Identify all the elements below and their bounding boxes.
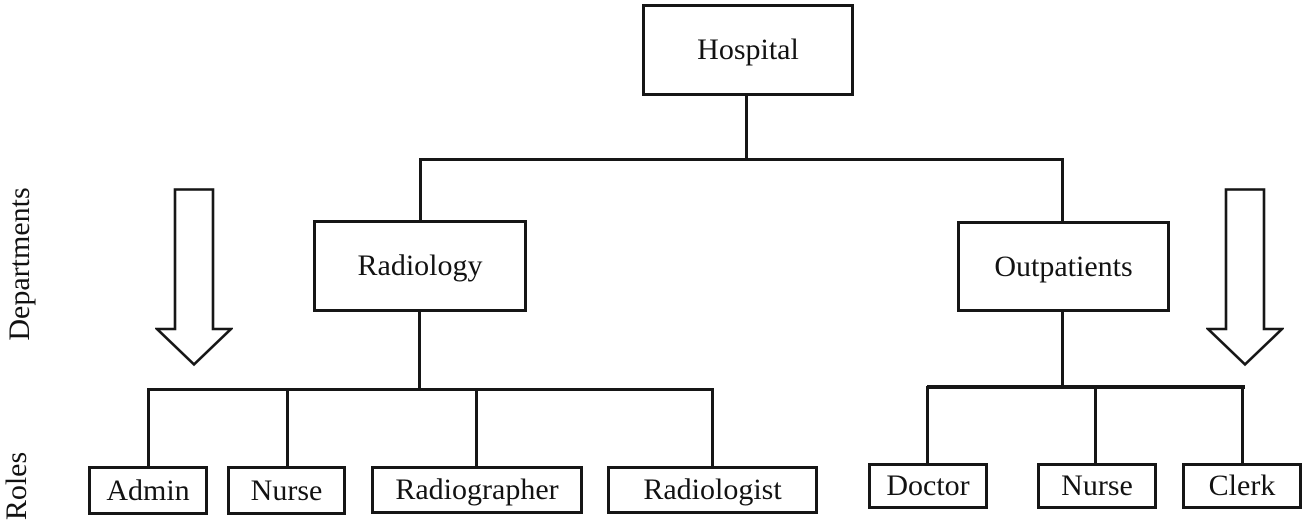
node-radiologist: Radiologist — [607, 466, 818, 514]
down-arrow-icon — [1206, 188, 1284, 367]
node-hospital: Hospital — [642, 4, 854, 96]
node-doctor: Doctor — [868, 463, 988, 509]
node-radiographer: Radiographer — [371, 466, 583, 514]
node-label: Radiographer — [395, 473, 559, 506]
node-label: Doctor — [886, 469, 970, 502]
node-admin: Admin — [88, 466, 208, 515]
roles-axis-label: Roles — [0, 451, 33, 521]
node-label: Radiology — [357, 249, 483, 282]
node-clerk: Clerk — [1182, 463, 1302, 509]
node-label: Nurse — [1061, 469, 1133, 502]
connector-outpatients-roles-bus — [927, 385, 1245, 389]
node-label: Nurse — [250, 473, 323, 507]
node-label: Clerk — [1208, 469, 1276, 502]
connector-outpatients-stem — [1061, 310, 1064, 388]
node-label: Outpatients — [994, 249, 1133, 283]
node-label: Hospital — [697, 33, 799, 66]
node-nurse-outpatients: Nurse — [1037, 463, 1157, 509]
connector-radiology-stem — [418, 310, 421, 391]
connector-outpatients-drop — [1061, 158, 1064, 223]
connector-admin-drop — [147, 388, 150, 468]
departments-axis-label: Departments — [3, 187, 36, 341]
connector-departments-bus — [419, 158, 1064, 161]
node-label: Admin — [106, 473, 190, 507]
connector-radiographer-drop — [475, 388, 478, 468]
connector-clerk-drop — [1241, 386, 1244, 465]
connector-nurse-outpatients-drop — [1094, 386, 1097, 465]
node-nurse-radiology: Nurse — [227, 466, 346, 515]
node-outpatients: Outpatients — [957, 221, 1170, 312]
connector-nurse-radiology-drop — [286, 388, 289, 468]
node-radiology: Radiology — [313, 220, 527, 312]
node-label: Radiologist — [643, 473, 782, 506]
connector-radiology-roles-bus — [147, 388, 714, 391]
connector-doctor-drop — [926, 386, 929, 465]
connector-radiology-drop — [419, 158, 422, 222]
down-arrow-icon — [155, 188, 233, 367]
connector-radiologist-drop — [711, 388, 714, 468]
connector-hospital-stem — [745, 95, 748, 161]
